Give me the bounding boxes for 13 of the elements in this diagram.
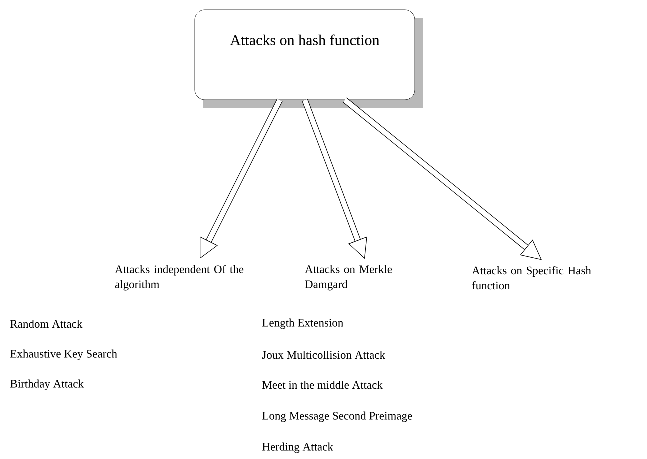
attack-item: Random Attack (10, 320, 83, 328)
hollow-arrow (343, 98, 542, 260)
attack-item: Joux Multicollision Attack (262, 350, 386, 360)
attack-item: Herding Attack (262, 442, 334, 454)
attack-item: Exhaustive Key Search (10, 350, 118, 360)
attack-item: Length Extension (262, 318, 344, 330)
title-box: Attacks on hash function (194, 10, 423, 108)
attack-item: Long Message Second Preimage (262, 412, 412, 422)
category-label: Attacks independent Of the algorithm (115, 265, 244, 291)
attack-item: Birthday Attack (10, 380, 84, 390)
attack-item: Meet in the middle Attack (262, 380, 383, 390)
category-label: Attacks on Specific Hash function (472, 266, 592, 290)
category-label: Attacks on Merkle Damgard (305, 265, 392, 291)
